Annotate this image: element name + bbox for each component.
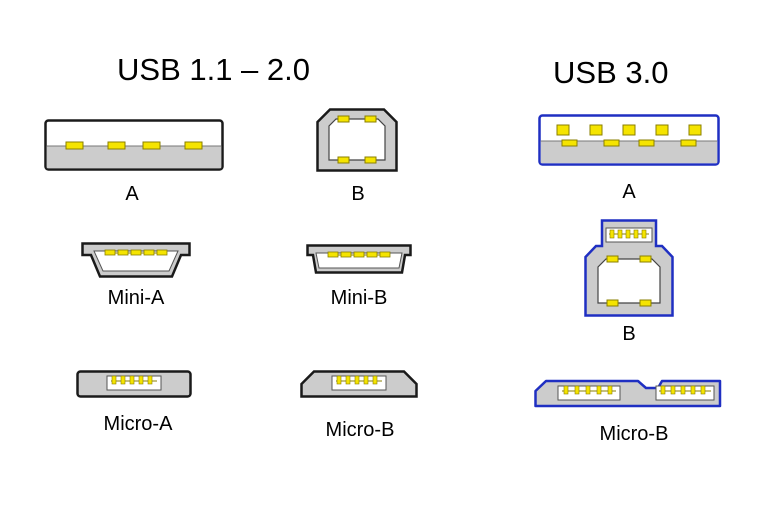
usb3-micro-b-connector [534,379,722,408]
usb2-micro-a-connector [76,370,192,398]
usb2-type-a-label: A [125,183,139,205]
usb2-mini-b-label: Mini-B [330,287,388,309]
usb2-mini-a-connector [81,242,191,278]
usb2-type-b-connector [316,108,398,172]
usb3-type-a-connector [538,114,720,166]
usb2-type-b-label: B [351,183,365,205]
usb3-type-b-label: B [622,323,636,345]
usb3-type-a-label: A [622,181,636,203]
usb2-micro-b-connector [300,370,418,398]
usb2-mini-b-connector [306,244,412,274]
usb2-micro-b-label: Micro-B [325,419,395,441]
usb2-micro-a-label: Micro-A [103,413,173,435]
usb3-micro-b-label: Micro-B [599,423,669,445]
usb2-type-a-connector [44,119,224,171]
usb2-mini-a-label: Mini-A [107,287,165,309]
usb2-section-title: USB 1.1 – 2.0 [117,52,311,87]
usb3-type-b-connector [584,219,674,317]
usb3-section-title: USB 3.0 [553,55,669,90]
